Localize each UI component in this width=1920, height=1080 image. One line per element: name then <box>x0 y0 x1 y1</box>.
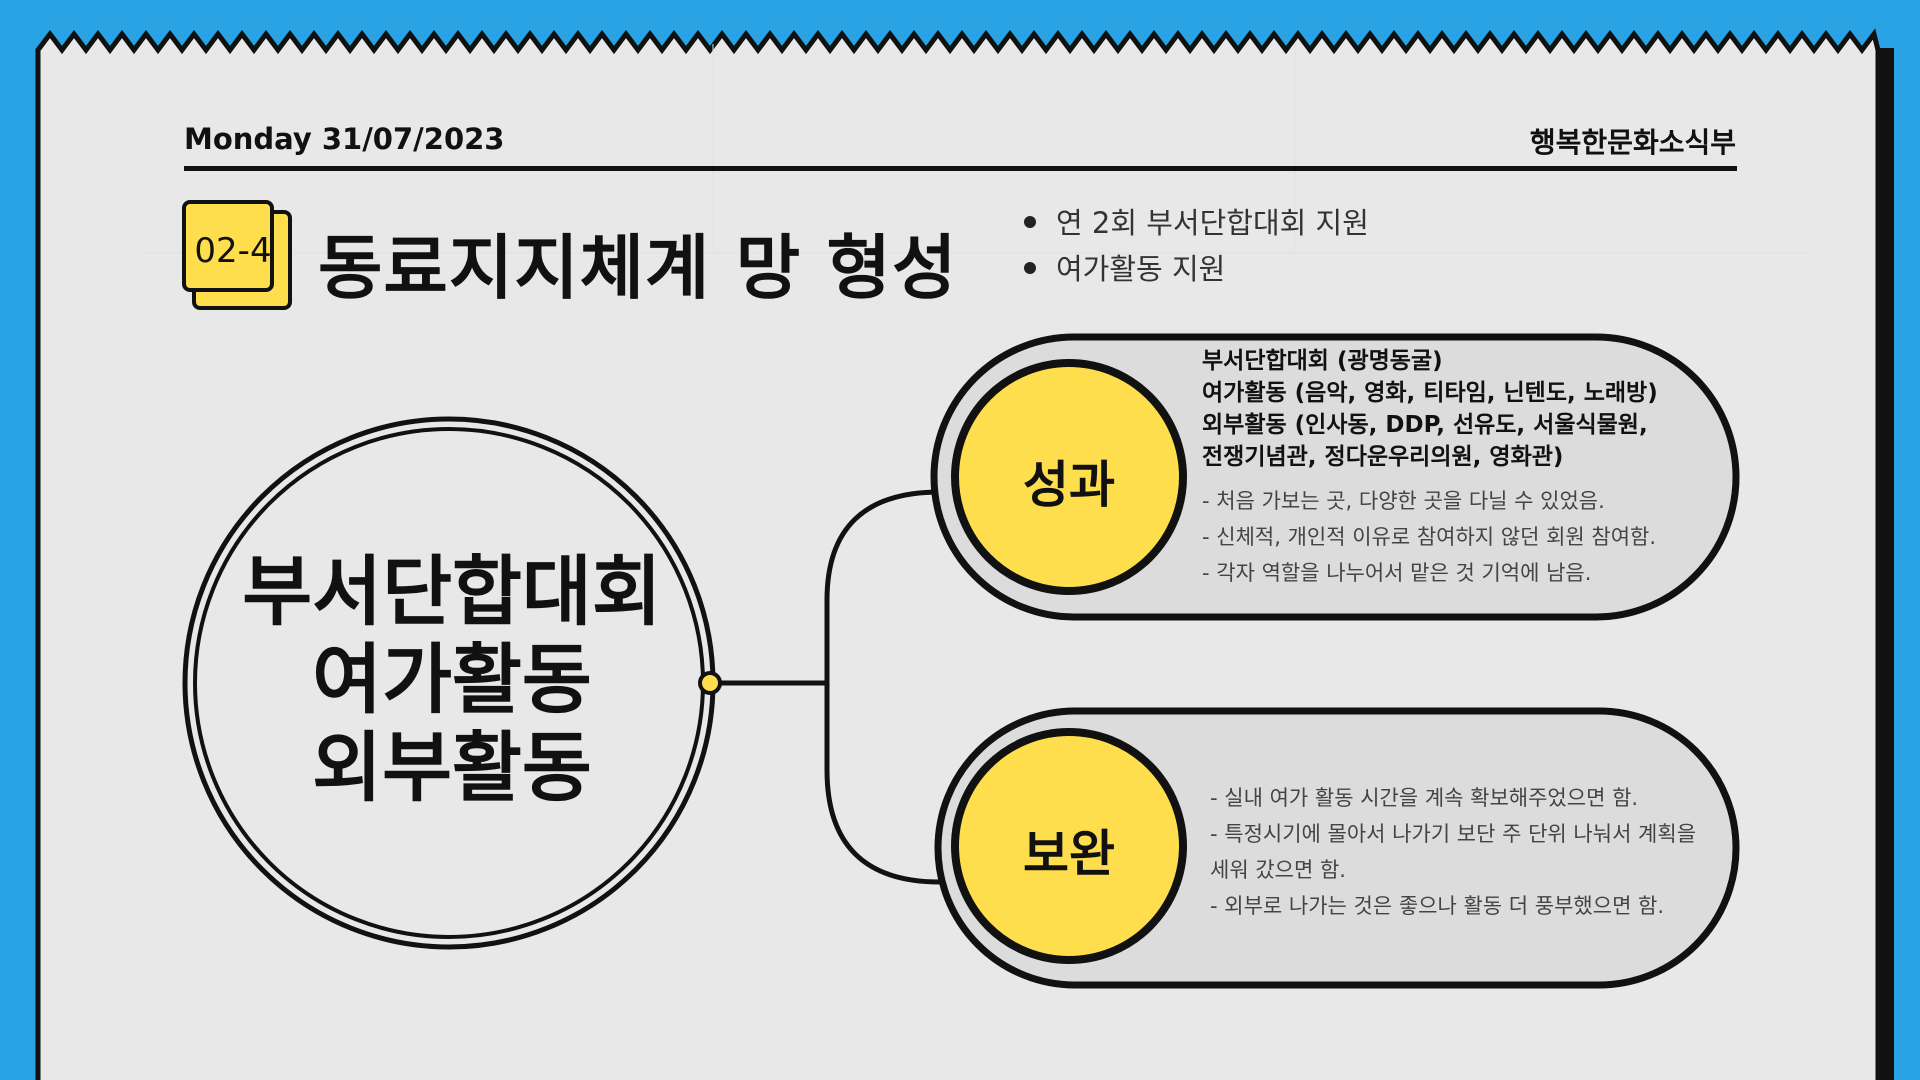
improve-details: - 실내 여가 활동 시간을 계속 확보해주었으면 함. - 특정시기에 몰아서… <box>1210 780 1696 924</box>
center-line: 외부활동 <box>312 723 592 812</box>
improve-detail-item: - 실내 여가 활동 시간을 계속 확보해주었으면 함. <box>1210 786 1639 810</box>
summary-list: 연 2회 부서단합대회 지원 여가활동 지원 <box>1024 200 1369 292</box>
result-headline-line: 여가활동 (음악, 영화, 티타임, 닌텐도, 노래방) <box>1202 380 1658 406</box>
result-detail-item: - 처음 가보는 곳, 다양한 곳을 다닐 수 있었음. <box>1202 489 1605 513</box>
improve-detail-item: 세워 갔으면 함. <box>1210 858 1346 882</box>
center-line: 부서단합대회 <box>242 547 662 636</box>
section-badge <box>182 200 274 292</box>
improve-label: 보완 <box>1023 825 1115 883</box>
result-label: 성과 <box>1023 456 1115 514</box>
result-headline: 부서단합대회 (광명동굴) 여가활동 (음악, 영화, 티타임, 닌텐도, 노래… <box>1202 345 1658 473</box>
result-headline-line: 전쟁기념관, 정다운우리의원, 영화관) <box>1202 444 1564 470</box>
result-headline-line: 외부활동 (인사동, DDP, 선유도, 서울식물원, <box>1202 412 1648 438</box>
date-label: Monday 31/07/2023 <box>184 122 505 156</box>
connector-branch <box>824 489 941 885</box>
summary-item: 여가활동 지원 <box>1024 246 1369 292</box>
section-number: 02-4 <box>194 231 272 271</box>
result-details: - 처음 가보는 곳, 다양한 곳을 다닐 수 있었음. - 신체적, 개인적 … <box>1202 483 1656 591</box>
result-circle <box>951 359 1187 595</box>
result-detail-item: - 각자 역할을 나누어서 맡은 것 기억에 남음. <box>1202 561 1592 585</box>
organization-label: 행복한문화소식부 <box>1529 126 1736 159</box>
improve-detail-item: - 특정시기에 몰아서 나가기 보단 주 단위 나눠서 계획을 <box>1210 822 1697 846</box>
result-detail-item: - 신체적, 개인적 이유로 참여하지 않던 회원 참여함. <box>1202 525 1657 549</box>
center-node-text: 부서단합대회 여가활동 외부활동 <box>192 548 712 812</box>
improve-detail-item: - 외부로 나가는 것은 좋으나 활동 더 풍부했으면 함. <box>1210 894 1665 918</box>
center-line: 여가활동 <box>312 635 592 724</box>
header-rule <box>184 166 1737 171</box>
improve-circle <box>951 728 1187 964</box>
page-title: 동료지지체계 망 형성 <box>318 227 958 309</box>
summary-item: 연 2회 부서단합대회 지원 <box>1024 200 1369 246</box>
result-headline-line: 부서단합대회 (광명동굴) <box>1202 348 1443 374</box>
connector-dot <box>698 671 722 695</box>
